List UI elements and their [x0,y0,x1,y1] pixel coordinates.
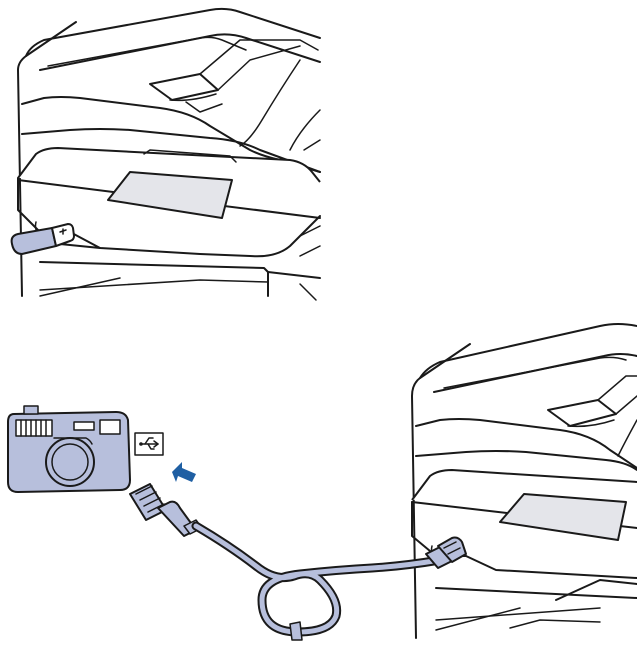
usb-icon [134,432,164,456]
digital-camera [7,405,131,493]
usb-cable [129,483,467,641]
printer-bottom-panel [411,323,637,639]
printer-top-panel [17,7,321,301]
insert-arrow-icon [172,462,196,482]
usb-flash-drive [10,223,75,255]
